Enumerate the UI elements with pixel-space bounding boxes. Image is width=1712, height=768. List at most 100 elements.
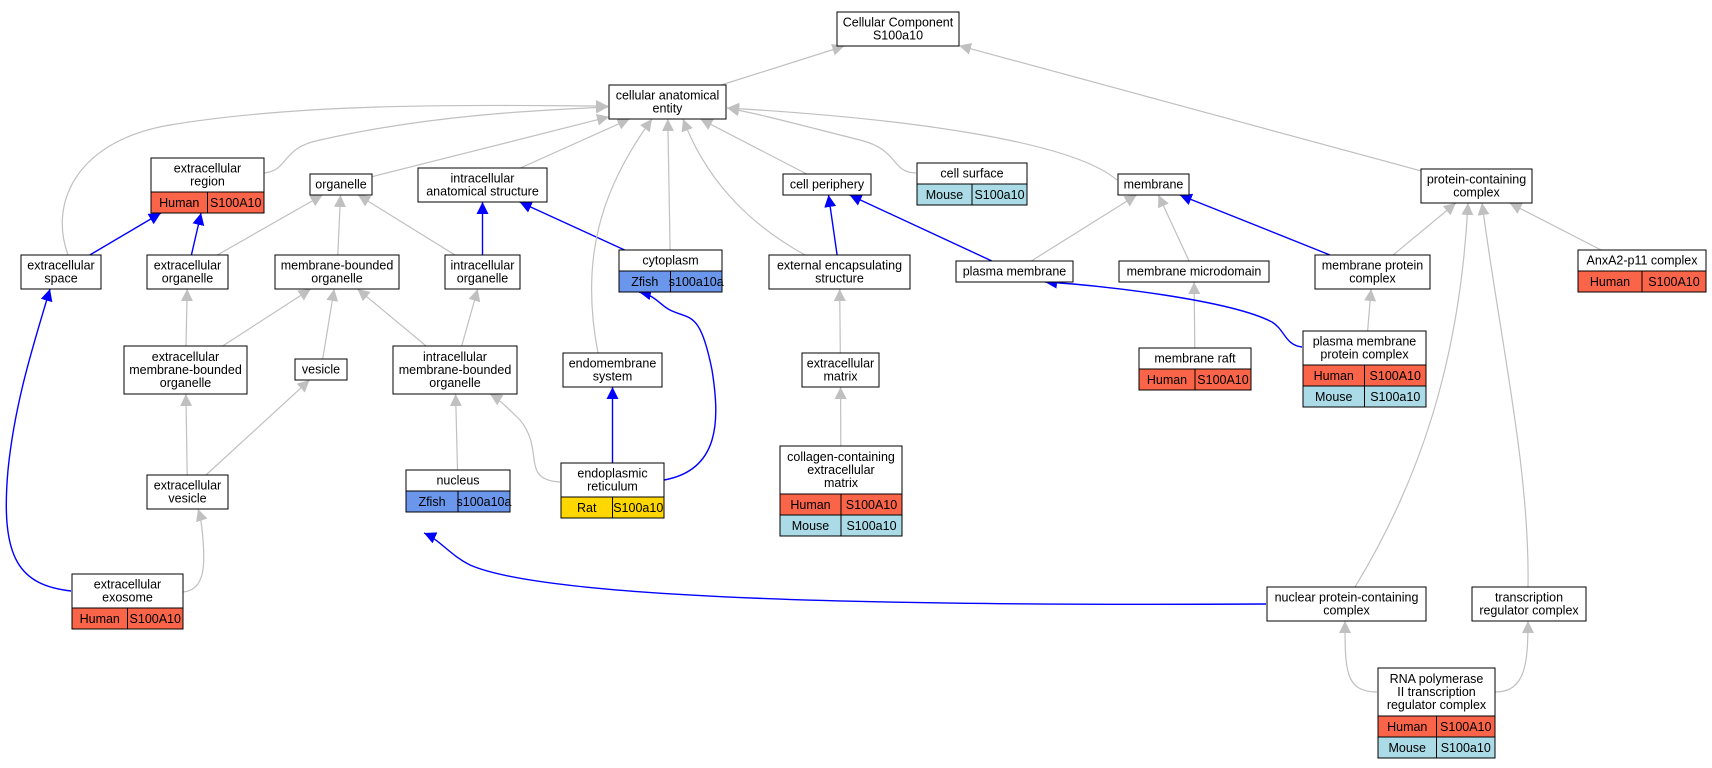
node-box — [955, 260, 1074, 283]
node-box — [20, 254, 102, 290]
edge-eco-to-org-is-a — [217, 194, 323, 256]
node-ves[interactable]: vesicle — [294, 358, 348, 381]
node-mem[interactable]: membrane — [1117, 173, 1190, 196]
node-label: nuclear protein-containing — [1275, 591, 1419, 605]
node-ccecm[interactable]: collagen-containingextracellularmatrixHu… — [779, 445, 903, 537]
node-label: intracellular — [451, 259, 515, 273]
node-label: plasma membrane — [1313, 335, 1417, 349]
node-box — [560, 462, 665, 498]
species-label: Human — [1590, 275, 1630, 289]
node-box — [1314, 254, 1431, 290]
edge-csurf-to-cae-is-a — [726, 104, 917, 174]
gene-label: S100a10 — [846, 519, 896, 533]
edge-er-to-cyto-part-of — [638, 288, 717, 481]
gene-cell — [612, 496, 665, 519]
node-box — [1117, 173, 1190, 196]
node-box — [71, 573, 184, 609]
edge-er-to-imbo-is-a — [489, 393, 561, 483]
gene-label: S100A10 — [1440, 720, 1491, 734]
gene-cell — [971, 183, 1028, 206]
node-box — [768, 254, 911, 290]
edge-ecv-to-ves-is-a — [205, 379, 311, 476]
node-label: cellular anatomical — [616, 89, 720, 103]
edge-exo-to-ecv-is-a — [182, 508, 208, 593]
node-label: structure — [815, 272, 864, 286]
species-label: Rat — [577, 501, 597, 515]
gene-cell — [1194, 368, 1252, 391]
node-label: regulator complex — [1387, 698, 1487, 712]
gene-label: S100a10 — [1441, 741, 1491, 755]
node-label: membrane — [1124, 178, 1184, 192]
edge-rnap-to-trc-is-a — [1494, 620, 1534, 693]
node-label: organelle — [160, 376, 211, 390]
edge-org-to-cae-is-a — [371, 113, 610, 178]
edge-cae-to-root-is-a — [721, 43, 845, 86]
node-pm[interactable]: plasma membrane — [955, 260, 1074, 283]
node-label: regulator complex — [1479, 604, 1579, 618]
node-label: protein complex — [1320, 348, 1409, 362]
gene-cell — [840, 514, 903, 537]
gene-label: S100A10 — [1370, 369, 1421, 383]
species-label: Zfish — [418, 495, 445, 509]
node-label: entity — [653, 102, 684, 116]
node-label: membrane raft — [1154, 352, 1236, 366]
edge-npcc-to-pcc-is-a — [1354, 202, 1474, 588]
edge-nuc-to-imbo-is-a — [449, 393, 462, 471]
node-label: organelle — [162, 272, 213, 286]
species-label: Mouse — [792, 519, 830, 533]
node-box — [150, 157, 265, 193]
node-box — [444, 254, 521, 290]
node-label: reticulum — [587, 480, 638, 494]
node-label: vesicle — [302, 363, 340, 377]
edge-mem-to-cae-is-a — [726, 102, 1118, 181]
node-cper[interactable]: cell periphery — [782, 173, 872, 196]
node-org[interactable]: organelle — [309, 173, 373, 196]
species-label: Mouse — [1388, 741, 1426, 755]
node-label: external encapsulating — [777, 259, 902, 273]
node-box — [294, 358, 348, 381]
node-label: S100a10 — [873, 29, 923, 43]
edge-imbo-to-mbo-is-a — [357, 288, 427, 347]
node-label: cytoplasm — [642, 254, 698, 268]
node-label: protein-containing — [1427, 173, 1526, 187]
edge-anx-to-pcc-is-a — [1509, 202, 1602, 251]
node-label: organelle — [429, 376, 480, 390]
gene-cell — [457, 490, 511, 513]
edge-io-to-org-is-a — [357, 194, 456, 256]
edge-cyto-to-ias-part-of — [519, 201, 625, 251]
species-label: Zfish — [631, 275, 658, 289]
edge-exo-to-ecs-part-of — [5, 288, 72, 592]
node-mmd[interactable]: membrane microdomain — [1118, 260, 1270, 283]
node-label: intracellular — [451, 172, 515, 186]
node-box — [417, 167, 548, 203]
gene-label: s100a10a — [669, 275, 724, 289]
